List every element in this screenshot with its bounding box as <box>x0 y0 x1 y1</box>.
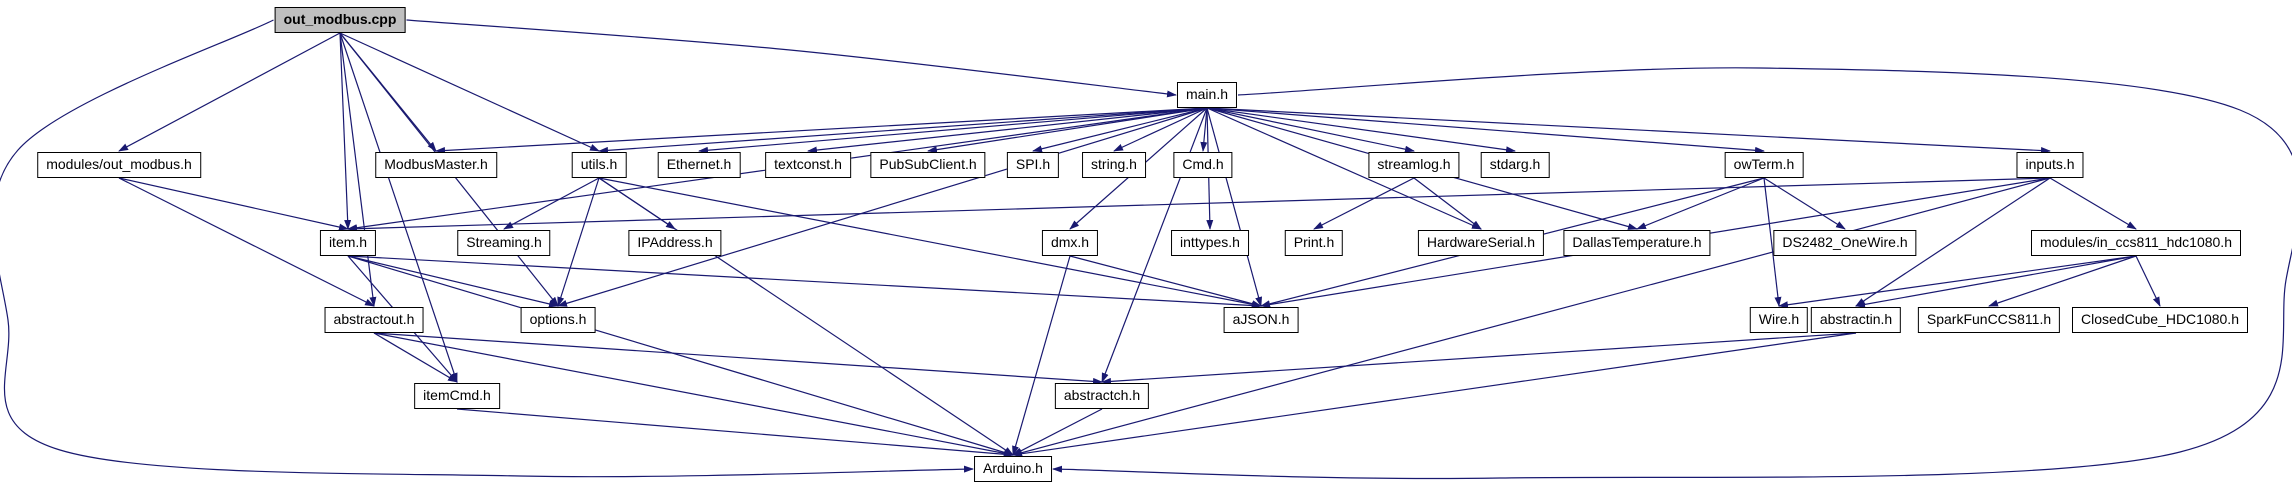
graph-node-streaming_h[interactable]: Streaming.h <box>457 230 551 256</box>
graph-node-ipaddress_h[interactable]: IPAddress.h <box>628 230 722 256</box>
graph-node-abstractch_h[interactable]: abstractch.h <box>1054 383 1150 409</box>
graph-node-itemcmd_h[interactable]: itemCmd.h <box>414 383 500 409</box>
edge-utils_h-to-arduino_h <box>598 177 1014 456</box>
edge-main_h-to-owterm_h <box>1206 107 1765 154</box>
graph-node-cmd_h[interactable]: Cmd.h <box>1173 152 1233 178</box>
graph-node-spi_h[interactable]: SPI.h <box>1006 152 1060 178</box>
graph-node-inputs_h[interactable]: inputs.h <box>2016 152 2084 178</box>
edge-streamlog_h-to-hardwareserial_h <box>1413 177 1482 230</box>
graph-node-textconst_h[interactable]: textconst.h <box>765 152 851 178</box>
graph-node-streamlog_h[interactable]: streamlog.h <box>1368 152 1460 178</box>
edge-utils_h-to-options_h <box>557 177 600 307</box>
graph-node-wire_h[interactable]: Wire.h <box>1749 307 1809 333</box>
edge-out_modbus_cpp-to-item_h <box>339 32 352 230</box>
edge-inputs_h-to-abstractin_h <box>1855 177 2051 307</box>
edge-item_h-to-arduino_h <box>347 255 1014 456</box>
edge-main_h-to-cmd_h <box>1200 107 1208 152</box>
edge-abstractin_h-to-abstractch_h <box>1101 332 1857 385</box>
edge-itemcmd_h-to-arduino_h <box>456 408 1014 458</box>
edge-in_ccs811_h-to-abstractin_h <box>1855 255 2137 308</box>
edge-item_h-to-ajson_h <box>347 255 1262 310</box>
graph-node-utils_h[interactable]: utils.h <box>571 152 627 178</box>
edge-main_h-to-string_h <box>1113 107 1208 152</box>
graph-node-ajson_h[interactable]: aJSON.h <box>1223 307 1299 333</box>
graph-node-abstractout_h[interactable]: abstractout.h <box>324 307 424 333</box>
graph-node-sparkfunccs811_h[interactable]: SparkFunCCS811.h <box>1917 307 2061 333</box>
graph-node-stdarg_h[interactable]: stdarg.h <box>1480 152 1550 178</box>
edge-main_h-to-utils_h <box>598 107 1208 154</box>
graph-node-abstractin_h[interactable]: abstractin.h <box>1810 307 1902 333</box>
edge-main_h-to-textconst_h <box>807 107 1208 154</box>
edge-utils_h-to-streaming_h <box>503 177 600 230</box>
edge-out_modbus_cpp-to-utils_h <box>339 32 600 152</box>
graph-node-dmx_h[interactable]: dmx.h <box>1041 230 1099 256</box>
edge-modules_out_modbus_h-to-item_h <box>118 177 349 231</box>
edge-main_h-to-hardwareserial_h <box>1206 107 1482 230</box>
graph-node-hardwareserial_h[interactable]: HardwareSerial.h <box>1417 230 1545 256</box>
edge-main_h-to-spi_h <box>1032 107 1208 153</box>
graph-node-modbusmaster_h[interactable]: ModbusMaster.h <box>375 152 497 178</box>
edge-in_ccs811_h-to-sparkfunccs811_h <box>1988 255 2137 307</box>
edge-item_h-to-options_h <box>347 255 559 308</box>
graph-node-dallastemperature_h[interactable]: DallasTemperature.h <box>1563 230 1711 256</box>
graph-node-main_h[interactable]: main.h <box>1176 82 1238 108</box>
edge-in_ccs811_h-to-closedcube_h <box>2135 255 2161 307</box>
edge-abstractout_h-to-itemcmd_h <box>373 332 458 383</box>
graph-node-pubsubclient_h[interactable]: PubSubClient.h <box>870 152 986 178</box>
edge-abstractin_h-to-arduino_h <box>1012 332 1857 458</box>
graph-node-print_h[interactable]: Print.h <box>1284 230 1344 256</box>
graph-node-item_h[interactable]: item.h <box>319 230 377 256</box>
edge-main_h-to-stdarg_h <box>1206 107 1516 154</box>
edge-inputs_h-to-arduino_h <box>1012 177 2051 457</box>
graph-node-modules_out_modbus_h[interactable]: modules/out_modbus.h <box>37 152 201 178</box>
graph-node-out_modbus_cpp[interactable]: out_modbus.cpp <box>274 7 406 33</box>
edge-out_modbus_cpp-to-arduino_h <box>0 19 974 478</box>
edge-out_modbus_cpp-to-main_h <box>406 19 1177 98</box>
edge-inputs_h-to-item_h <box>347 177 2051 233</box>
edge-inputs_h-to-in_ccs811_h <box>2049 177 2137 230</box>
edge-main_h-to-ethernet_h <box>698 107 1208 154</box>
edge-main_h-to-ajson_h <box>1206 107 1263 307</box>
edge-main_h-to-pubsubclient_h <box>927 107 1208 154</box>
edge-dmx_h-to-ajson_h <box>1069 255 1262 308</box>
edge-streamlog_h-to-print_h <box>1313 177 1415 230</box>
graph-node-ethernet_h[interactable]: Ethernet.h <box>657 152 741 178</box>
graph-node-arduino_h[interactable]: Arduino.h <box>974 456 1052 482</box>
graph-node-in_ccs811_h[interactable]: modules/in_ccs811_hdc1080.h <box>2031 230 2241 256</box>
edge-main_h-to-modbusmaster_h <box>435 107 1208 154</box>
edge-modules_out_modbus_h-to-abstractout_h <box>118 177 375 307</box>
edge-main_h-to-streamlog_h <box>1206 107 1415 153</box>
edge-out_modbus_cpp-to-modules_out_modbus_h <box>118 32 341 152</box>
edge-owterm_h-to-dallastemperature_h <box>1636 177 1765 230</box>
edge-out_modbus_cpp-to-itemcmd_h <box>339 32 458 383</box>
edge-main_h-to-inputs_h <box>1206 107 2051 155</box>
edge-utils_h-to-ajson_h <box>598 177 1262 308</box>
graph-node-ds2482_onewire_h[interactable]: DS2482_OneWire.h <box>1773 230 1917 256</box>
graph-node-closedcube_h[interactable]: ClosedCube_HDC1080.h <box>2072 307 2248 333</box>
edge-abstractch_h-to-arduino_h <box>1012 408 1103 456</box>
graph-node-string_h[interactable]: string.h <box>1082 152 1146 178</box>
edge-main_h-to-arduino_h <box>1052 67 2292 480</box>
graph-node-inttypes_h[interactable]: inttypes.h <box>1171 230 1249 256</box>
graph-node-options_h[interactable]: options.h <box>520 307 596 333</box>
graph-node-owterm_h[interactable]: owTerm.h <box>1724 152 1804 178</box>
edge-abstractout_h-to-arduino_h <box>373 332 1014 457</box>
edge-owterm_h-to-wire_h <box>1763 177 1782 307</box>
edge-abstractout_h-to-abstractch_h <box>373 332 1103 385</box>
edge-in_ccs811_h-to-wire_h <box>1778 255 2137 309</box>
edge-dmx_h-to-arduino_h <box>1012 255 1071 456</box>
